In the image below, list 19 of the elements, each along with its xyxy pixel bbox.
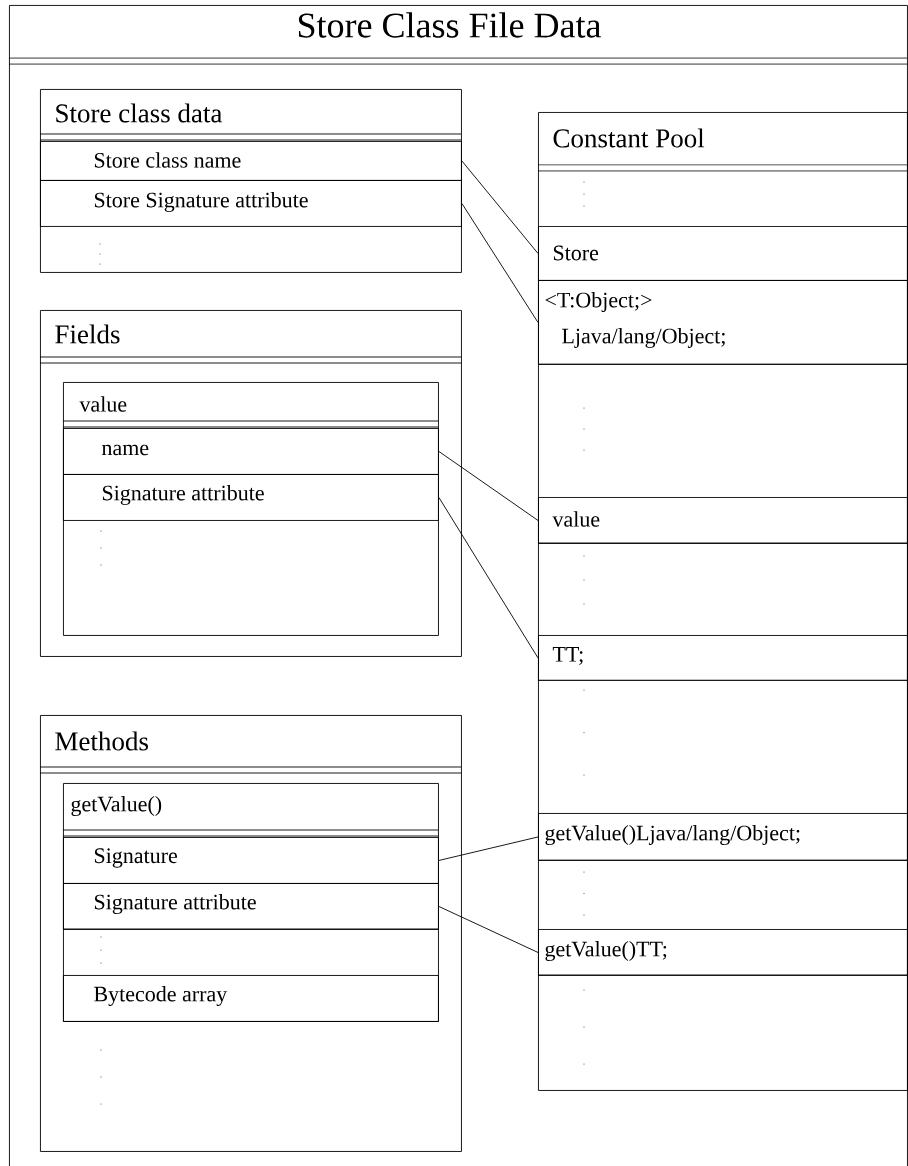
table-row: TT;	[538, 635, 908, 681]
connector-line	[438, 906, 539, 953]
table-row: Store Signature attribute	[40, 180, 462, 227]
connector-line	[461, 203, 539, 323]
table-row: value	[538, 497, 908, 544]
table-row: Signature attribute	[63, 883, 439, 930]
table-row: Bytecode array	[63, 975, 439, 1022]
table-row: <T:Object;> Ljava/lang/Object;	[538, 280, 908, 365]
table-row: name	[63, 428, 439, 475]
table-row: getValue()TT;	[538, 929, 908, 976]
connector-line	[438, 836, 539, 861]
table-row: Store	[538, 226, 908, 281]
table-row: Signature	[63, 837, 439, 884]
table-row: Signature attribute	[63, 474, 439, 521]
table-row: getValue()Ljava/lang/Object;	[538, 813, 908, 861]
connector-line	[438, 497, 539, 659]
table-row: Store class name	[40, 141, 462, 181]
connector-line	[461, 160, 539, 254]
connector-line	[438, 451, 539, 521]
